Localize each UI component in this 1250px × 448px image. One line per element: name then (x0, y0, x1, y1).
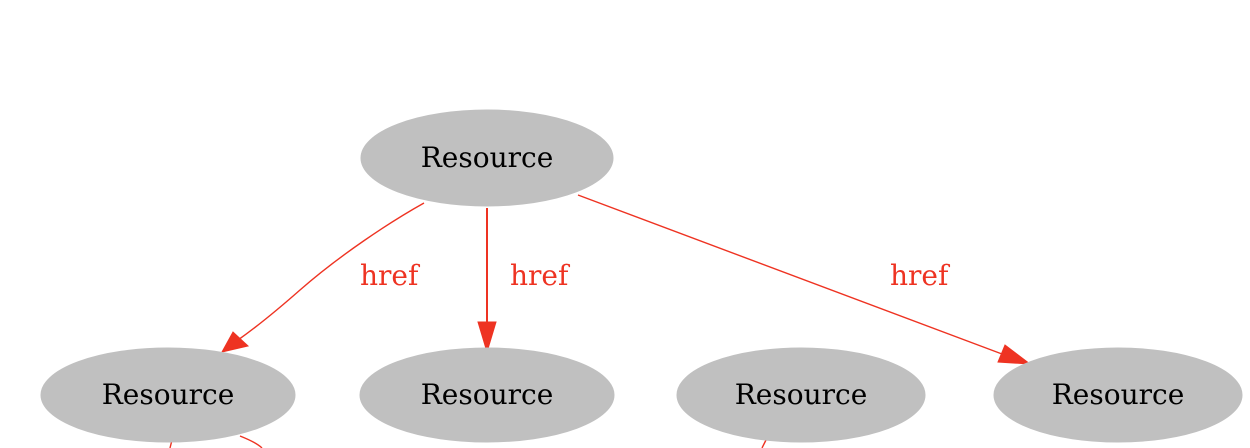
edge-stub (239, 435, 263, 448)
edge-label: href (890, 259, 951, 292)
node-label: Resource (735, 378, 868, 411)
edge-root-child-2: href (477, 208, 571, 354)
edge-root-child-4: href (577, 194, 1032, 365)
node-shape (676, 347, 926, 443)
arrowhead-icon (221, 331, 250, 353)
node-child-4[interactable]: Resource (993, 347, 1243, 443)
edge-line (577, 194, 1003, 355)
arrowhead-icon (997, 344, 1032, 365)
node-label: Resource (421, 378, 554, 411)
node-label: Resource (1052, 378, 1185, 411)
node-label: Resource (421, 141, 554, 174)
node-root[interactable]: Resource (360, 109, 614, 207)
arrowhead-icon (477, 321, 497, 354)
node-shape (993, 347, 1243, 443)
node-shape (40, 347, 296, 443)
node-shape (360, 109, 614, 207)
node-label: Resource (102, 378, 235, 411)
edge-root-child-1: href (221, 202, 425, 353)
edge-label: href (510, 259, 571, 292)
edge-stub (761, 439, 767, 448)
node-child-1[interactable]: Resource (40, 347, 296, 443)
node-child-3[interactable]: Resource (676, 347, 926, 443)
node-child-2[interactable]: Resource (359, 347, 615, 443)
edge-line (237, 202, 425, 341)
node-shape (359, 347, 615, 443)
edge-label: href (360, 259, 421, 292)
